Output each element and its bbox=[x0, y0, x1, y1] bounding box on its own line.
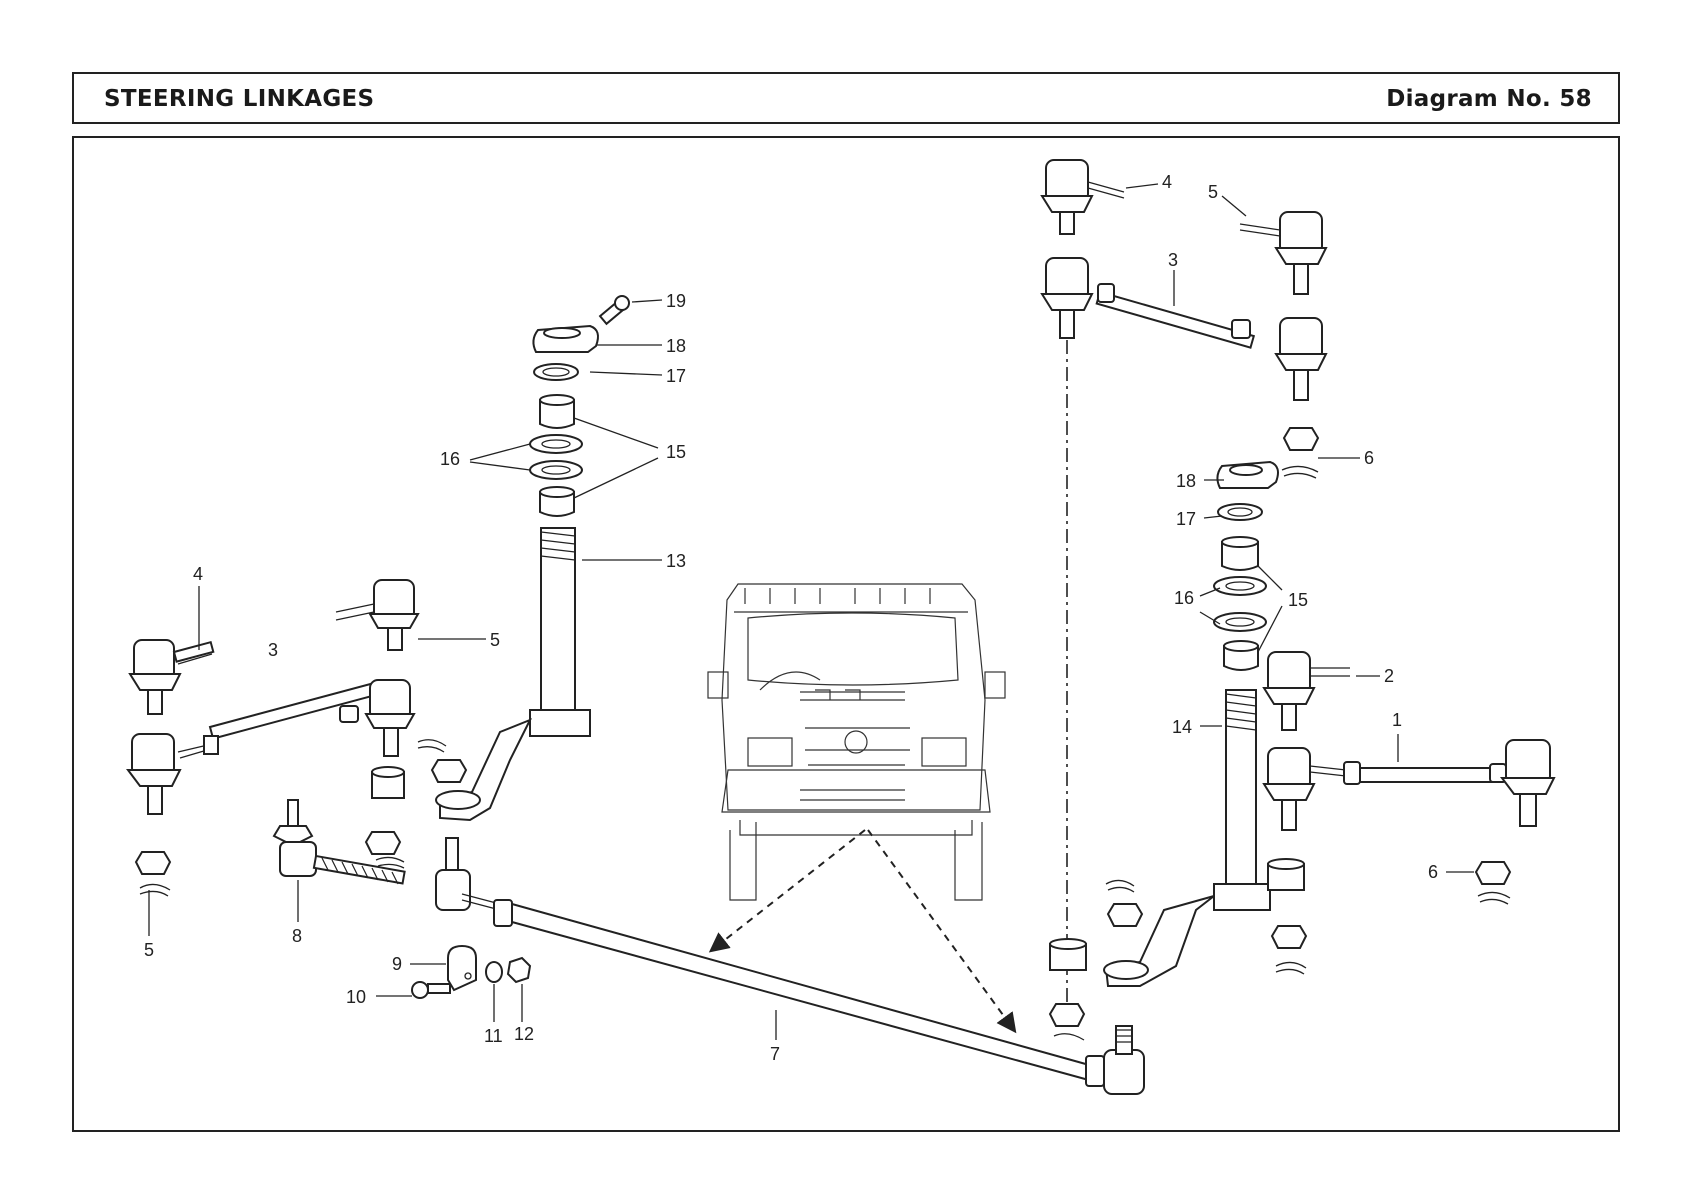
callout-10: 10 bbox=[346, 987, 366, 1007]
callout-18-right: 18 bbox=[1176, 471, 1196, 491]
drag-link-7 bbox=[435, 837, 1145, 1095]
callout-15-right: 15 bbox=[1288, 590, 1308, 610]
callout-3-right: 3 bbox=[1168, 250, 1178, 270]
callout-4-right: 4 bbox=[1162, 172, 1172, 192]
bolt-10 bbox=[411, 981, 451, 999]
clamp-9 bbox=[447, 944, 477, 992]
page-title: STEERING LINKAGES bbox=[104, 86, 375, 112]
castle-nut-right bbox=[1106, 903, 1144, 927]
right-tie-rod-assembly bbox=[1040, 159, 1328, 479]
washer-11 bbox=[485, 961, 503, 983]
callout-16: 16 bbox=[440, 449, 460, 469]
shaft-14 bbox=[1225, 689, 1257, 891]
bushing-15-upper bbox=[539, 399, 575, 429]
callout-5-upper-left: 5 bbox=[490, 630, 500, 650]
callout-3-left: 3 bbox=[268, 640, 278, 660]
callout-12: 12 bbox=[514, 1024, 534, 1044]
bushing-15-right-upper bbox=[1221, 541, 1259, 571]
callout-13: 13 bbox=[666, 551, 686, 571]
callout-6-lower: 6 bbox=[1428, 862, 1438, 882]
callout-7: 7 bbox=[770, 1044, 780, 1064]
seal-16-right-upper bbox=[1213, 576, 1267, 596]
ball-joint-5-left bbox=[335, 579, 420, 651]
callout-16-right: 16 bbox=[1174, 588, 1194, 608]
callout-5-lower-left: 5 bbox=[144, 940, 154, 960]
ball-joint-4-right bbox=[1040, 159, 1125, 235]
bolt-19 bbox=[598, 295, 630, 326]
callout-5-right: 5 bbox=[1208, 182, 1218, 202]
callout-6-upper: 6 bbox=[1364, 448, 1374, 468]
washer-17-right bbox=[1217, 503, 1263, 521]
seal-16-lower bbox=[529, 460, 583, 480]
washer-17 bbox=[533, 363, 579, 381]
ball-joint-2 bbox=[1262, 651, 1350, 731]
header-bar: STEERING LINKAGES Diagram No. 58 bbox=[72, 72, 1620, 124]
leader-lines bbox=[148, 183, 1474, 1040]
vehicle-front-view bbox=[707, 583, 1006, 901]
callout-4-left: 4 bbox=[193, 564, 203, 584]
location-arrows bbox=[708, 829, 1017, 1034]
left-tie-rod-assembly bbox=[126, 579, 420, 897]
tie-rod-3-right bbox=[1095, 290, 1256, 349]
diagram-number: Diagram No. 58 bbox=[1386, 86, 1592, 112]
right-idler-arm-assembly bbox=[1048, 460, 1308, 1041]
rod-end-8 bbox=[272, 799, 406, 885]
ball-joint-4-left bbox=[128, 639, 215, 715]
seal-16-right-lower bbox=[1213, 612, 1267, 632]
callout-9: 9 bbox=[392, 954, 402, 974]
callout-11: 11 bbox=[484, 1026, 503, 1046]
right-lower-tie-rod bbox=[1262, 651, 1556, 905]
bushing-15-lower bbox=[539, 491, 575, 517]
tie-rod-1 bbox=[1359, 767, 1501, 783]
callout-18: 18 bbox=[666, 336, 686, 356]
castle-nut-6-right bbox=[1474, 861, 1512, 885]
callout-1: 1 bbox=[1392, 710, 1402, 730]
seal-16-upper bbox=[529, 434, 583, 454]
castle-nut-left bbox=[134, 851, 172, 875]
shaft-13 bbox=[540, 527, 576, 715]
callout-15: 15 bbox=[666, 442, 686, 462]
castle-nut-right-upper bbox=[1282, 427, 1320, 451]
bushing-15-right-lower bbox=[1223, 645, 1259, 671]
callout-17: 17 bbox=[666, 366, 686, 386]
castle-nut bbox=[430, 759, 468, 783]
callout-8: 8 bbox=[292, 926, 302, 946]
left-idler-arm-assembly bbox=[364, 295, 630, 869]
diagram-frame bbox=[72, 136, 1620, 1132]
callout-14: 14 bbox=[1172, 717, 1192, 737]
ball-joint-5-right bbox=[1239, 211, 1328, 295]
callout-2: 2 bbox=[1384, 666, 1394, 686]
callout-19: 19 bbox=[666, 291, 686, 311]
callout-labels: 19 18 17 15 16 13 4 3 5 5 8 9 10 11 12 7… bbox=[144, 172, 1438, 1064]
callout-17-right: 17 bbox=[1176, 509, 1196, 529]
nut-12 bbox=[506, 956, 532, 984]
